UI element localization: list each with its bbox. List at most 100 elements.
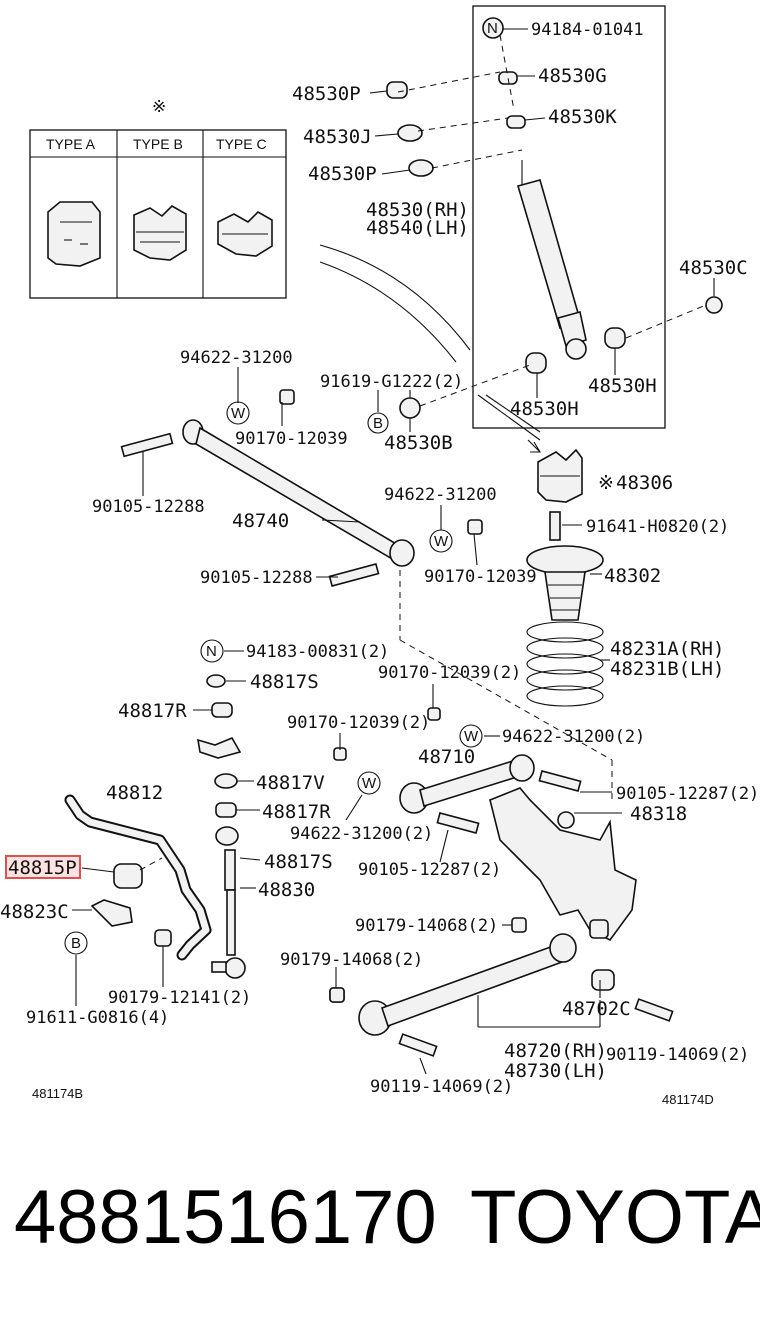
label-48306: 48306 — [616, 472, 673, 494]
label-48231a-rh: 48231A(RH) — [610, 638, 724, 660]
body-frame-curve — [319, 244, 471, 351]
bushing-48815 — [113, 863, 143, 889]
label-48530k: 48530K — [548, 106, 617, 128]
label-94622-31200-b: 94622-31200 — [384, 485, 497, 505]
bolt-90105-12287-a — [538, 770, 582, 792]
label-48530b: 48530B — [384, 432, 453, 454]
bolt-90119-14069-b — [398, 1033, 438, 1057]
ref-code-left: 481174B — [32, 1086, 83, 1101]
label-94183-00831: 94183-00831(2) — [246, 642, 389, 662]
label-48530j: 48530J — [303, 126, 372, 148]
label-48815: 48815P — [8, 857, 77, 879]
label-48540-lh: 48540(LH) — [366, 217, 469, 239]
bolt-91641 — [549, 511, 561, 541]
type-c-bumper — [217, 211, 273, 257]
b-mark-2: B — [71, 935, 81, 952]
axle-housing — [489, 787, 637, 942]
label-48318: 48318 — [630, 803, 687, 825]
type-table: ※ TYPE A TYPE B TYPE C — [29, 97, 287, 299]
label-90119-14069-b: 90119-14069(2) — [370, 1077, 513, 1097]
leader-lines — [72, 28, 715, 1075]
label-91611-g0816: 91611-G0816(4) — [26, 1008, 169, 1028]
label-94622-31200-c: 94622-31200(2) — [502, 727, 645, 747]
nut-90179-12141 — [154, 929, 172, 947]
bolt-90105-12288-a — [120, 432, 174, 458]
bolt-90105-12287-b — [436, 812, 480, 834]
label-48817r-upper: 48817R — [118, 700, 187, 722]
nut-90170-12039-b — [467, 519, 483, 535]
lateral-rod-48710 — [333, 707, 582, 834]
label-48530h-right: 48530H — [588, 375, 657, 397]
label-48830: 48830 — [258, 879, 315, 901]
bushing-48702c — [591, 969, 615, 991]
bracket-48823c — [90, 899, 133, 927]
bolt-90105-12288-b — [328, 562, 380, 588]
washer-48530b — [399, 397, 421, 419]
type-a-bumper — [47, 201, 101, 267]
footer: 4881516170 TOYOTA — [0, 1180, 760, 1310]
brand-name: TOYOTA — [470, 1175, 760, 1260]
label-94622-31200-a: 94622-31200 — [180, 348, 293, 368]
part-labels: 94184-01041 48530G 48530P 48530K 48530J … — [0, 20, 759, 1107]
shock-body — [517, 179, 581, 330]
cushion-48817s-upper — [206, 674, 226, 688]
bushing-48530h-left — [525, 352, 547, 374]
label-48817s-upper: 48817S — [250, 671, 319, 693]
cushion-48817r-upper — [211, 702, 233, 718]
highlighted-part-48815: 48815P — [5, 855, 81, 879]
label-48530h-left: 48530H — [510, 398, 579, 420]
lower-control-arm-48720 — [329, 917, 674, 1057]
type-c-header: TYPE C — [216, 136, 267, 152]
label-94184-01041: 94184-01041 — [531, 20, 644, 40]
type-a-header: TYPE A — [46, 136, 96, 152]
label-48740: 48740 — [232, 510, 289, 532]
shock-absorber-group-box — [472, 5, 666, 429]
label-90105-12287-b: 90105-12287(2) — [358, 860, 501, 880]
washer-48530p-upper — [386, 81, 408, 99]
label-91641-h0820: 91641-H0820(2) — [586, 517, 729, 537]
label-48306-star: ※ — [598, 472, 614, 494]
washer-48530j — [397, 124, 423, 142]
stabilizer-bar-48812 — [64, 794, 212, 961]
bump-stopper-48306 — [527, 439, 583, 503]
type-table-star: ※ — [152, 97, 166, 117]
label-90179-14068-a: 90179-14068(2) — [355, 916, 498, 936]
label-48530c: 48530C — [679, 257, 748, 279]
label-48817v: 48817V — [256, 772, 325, 794]
label-48530p-upper: 48530P — [292, 83, 361, 105]
label-48730-lh: 48730(LH) — [504, 1060, 607, 1082]
upper-control-arm-48740 — [120, 389, 613, 800]
label-90119-14069-a: 90119-14069(2) — [606, 1045, 749, 1065]
coil-spring — [526, 621, 604, 707]
label-90179-14068-b: 90179-14068(2) — [280, 950, 423, 970]
cushion-48817v — [214, 773, 238, 789]
bushing-48530g — [498, 71, 518, 85]
bushing-48530h-right — [604, 327, 626, 349]
label-90105-12287-a: 90105-12287(2) — [616, 784, 759, 804]
label-48823c: 48823C — [0, 901, 69, 923]
spring-group — [526, 511, 604, 707]
spring-bumper-48302 — [526, 545, 604, 575]
label-90105-12288-a: 90105-12288 — [92, 497, 205, 517]
label-90170-12039-d: 90170-12039(2) — [287, 713, 430, 733]
cushion-48817s-lower — [215, 826, 239, 846]
label-91619-g1222: 91619-G1222(2) — [320, 372, 463, 392]
bushing-48530k — [506, 115, 526, 129]
label-48817r-lower: 48817R — [262, 801, 331, 823]
w-mark-4: W — [362, 775, 377, 792]
bracket-upper — [197, 736, 242, 759]
label-48530-rh: 48530(RH) — [366, 199, 469, 221]
label-48720-rh: 48720(RH) — [504, 1040, 607, 1062]
label-48302: 48302 — [604, 565, 661, 587]
label-48702c: 48702C — [562, 998, 631, 1020]
type-b-bumper — [133, 205, 187, 261]
washer-48530c — [705, 296, 723, 314]
stabilizer-link-48830 — [197, 674, 345, 1003]
n-mark-2: N — [206, 643, 217, 660]
label-48817s-lower: 48817S — [264, 851, 333, 873]
label-48231b-lh: 48231B(LH) — [610, 658, 724, 680]
nut-90170-12039-a — [279, 389, 295, 405]
label-48530g: 48530G — [538, 65, 607, 87]
label-90170-12039-b: 90170-12039 — [424, 567, 537, 587]
label-48530p-lower: 48530P — [308, 163, 377, 185]
